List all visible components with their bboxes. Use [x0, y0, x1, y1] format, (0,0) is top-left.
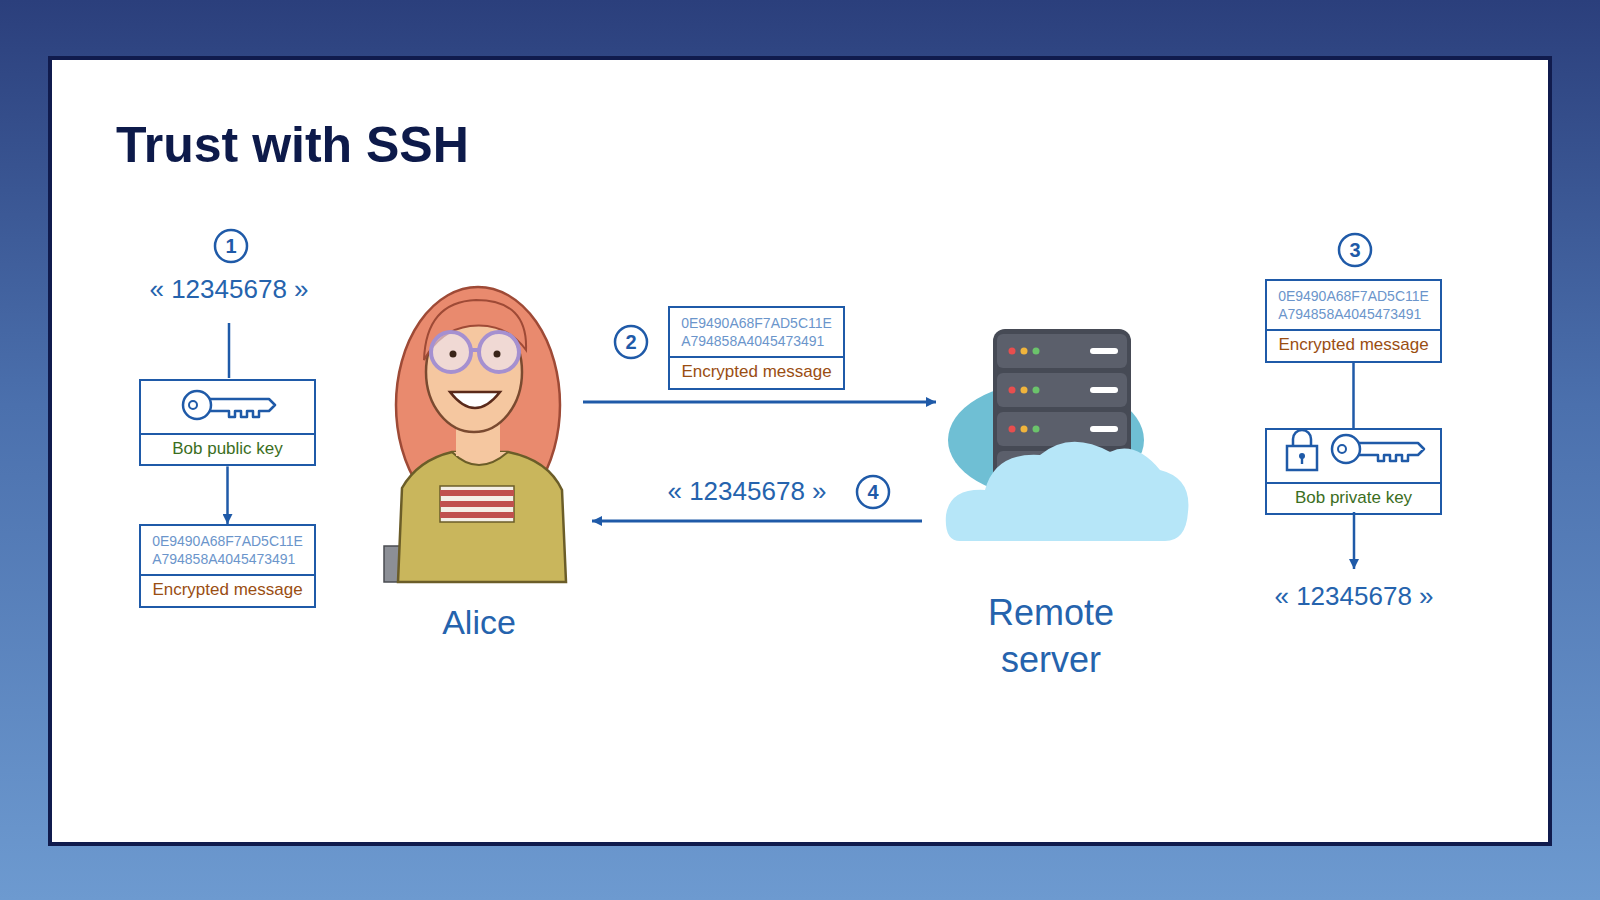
- drive-slot: [1090, 348, 1118, 354]
- box-label: Bob private key: [1295, 488, 1412, 507]
- plaintext-value: « 12345678 »: [149, 273, 308, 307]
- key-box: Bob private key: [1265, 428, 1442, 515]
- drive-slot: [1090, 387, 1118, 393]
- status-led: [1021, 348, 1028, 355]
- box-caption: Encrypted message: [1267, 329, 1440, 360]
- callout-circle: [615, 326, 647, 358]
- status-led: [1009, 387, 1016, 394]
- cipher-text: 0E9490A68F7AD5C11E A794858A4045473491: [681, 314, 832, 350]
- message-box: 0E9490A68F7AD5C11E A794858A4045473491Enc…: [1265, 279, 1442, 363]
- server-icon: [946, 329, 1189, 541]
- slide-title: Trust with SSH: [116, 116, 469, 174]
- cipher-text-area: 0E9490A68F7AD5C11E A794858A4045473491: [141, 526, 314, 574]
- leader-arrow: [1353, 512, 1356, 569]
- icon-area: [1267, 430, 1440, 482]
- box-caption: Encrypted message: [670, 356, 843, 387]
- box-caption: Encrypted message: [141, 574, 314, 605]
- callout-number: 4: [867, 479, 878, 505]
- box-caption: Bob public key: [141, 433, 314, 464]
- status-led: [1033, 426, 1040, 433]
- leader-line: [228, 323, 231, 378]
- callout-number: 2: [625, 329, 636, 355]
- box-label: Bob public key: [172, 439, 283, 458]
- cipher-text-area: 0E9490A68F7AD5C11E A794858A4045473491: [670, 308, 843, 356]
- callout-circle: [215, 230, 247, 262]
- cipher-text: 0E9490A68F7AD5C11E A794858A4045473491: [1278, 287, 1429, 323]
- status-led: [1009, 348, 1016, 355]
- person-name: Alice: [442, 600, 516, 644]
- box-label: Encrypted message: [152, 580, 302, 599]
- flow-connector: [1352, 363, 1355, 428]
- key-icon: [183, 391, 275, 419]
- plaintext-value: « 12345678 »: [667, 475, 826, 509]
- callout-circle: [1339, 234, 1371, 266]
- callout-number: 3: [1349, 237, 1360, 263]
- key-box: Bob public key: [139, 379, 316, 466]
- flow-connector: [226, 466, 229, 524]
- reply-arrow: [592, 520, 922, 523]
- icon-area: [141, 381, 314, 433]
- status-led: [1021, 387, 1028, 394]
- status-led: [1009, 426, 1016, 433]
- callout-number: 1: [225, 233, 236, 259]
- cipher-text-area: 0E9490A68F7AD5C11E A794858A4045473491: [1267, 281, 1440, 329]
- plaintext-value: « 12345678 »: [1274, 580, 1433, 614]
- box-label: Encrypted message: [681, 362, 831, 381]
- message-box: 0E9490A68F7AD5C11E A794858A4045473491Enc…: [139, 524, 316, 608]
- message-box: 0E9490A68F7AD5C11E A794858A4045473491Enc…: [668, 306, 845, 390]
- send-arrow: [583, 401, 936, 404]
- alice-figure: [384, 287, 566, 582]
- status-led: [1021, 426, 1028, 433]
- lock-icon: [1287, 430, 1317, 470]
- key-icon: [1332, 435, 1424, 463]
- box-caption: Bob private key: [1267, 482, 1440, 513]
- status-led: [1033, 348, 1040, 355]
- callout-circle: [857, 476, 889, 508]
- server-name: Remote server: [988, 590, 1114, 684]
- drive-slot: [1090, 426, 1118, 432]
- cipher-text: 0E9490A68F7AD5C11E A794858A4045473491: [152, 532, 303, 568]
- box-label: Encrypted message: [1278, 335, 1428, 354]
- status-led: [1033, 387, 1040, 394]
